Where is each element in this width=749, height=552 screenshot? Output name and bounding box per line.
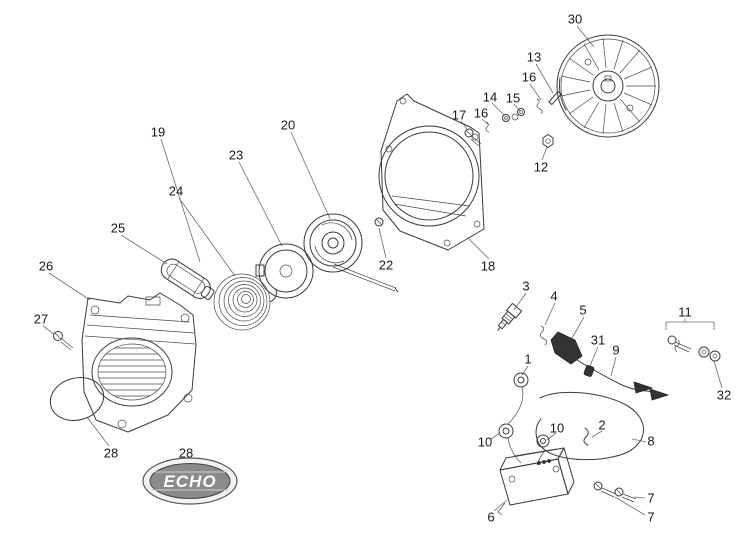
grommet-1 bbox=[514, 373, 528, 387]
part-callout-14: 14 bbox=[482, 89, 498, 105]
part-callout-9: 9 bbox=[612, 342, 620, 358]
screw-27 bbox=[54, 332, 74, 351]
cap-31 bbox=[584, 365, 595, 377]
part-callout-15: 15 bbox=[505, 90, 521, 106]
flywheel bbox=[557, 35, 659, 137]
echo-logo: ECHO bbox=[143, 458, 237, 504]
part-callout-23: 23 bbox=[228, 147, 244, 163]
part-callout-28: 28 bbox=[178, 445, 194, 461]
part-callout-19: 19 bbox=[150, 124, 166, 140]
part-callout-3: 3 bbox=[522, 278, 530, 294]
fan-cover bbox=[379, 94, 484, 250]
nut-12 bbox=[543, 135, 553, 148]
part-callout-11: 11 bbox=[678, 304, 692, 320]
part-callout-31: 31 bbox=[590, 332, 606, 348]
ring-10b bbox=[537, 435, 549, 447]
part-callout-13: 13 bbox=[526, 49, 542, 65]
spade-terminal bbox=[650, 389, 668, 400]
screw-22 bbox=[375, 218, 383, 226]
part-callout-6: 6 bbox=[487, 509, 495, 525]
part-callout-25: 25 bbox=[110, 220, 126, 236]
starter-case bbox=[82, 293, 196, 432]
part-callout-5: 5 bbox=[579, 302, 587, 318]
part-callout-10: 10 bbox=[549, 420, 565, 436]
starter-handle bbox=[157, 255, 217, 304]
part-callout-7: 7 bbox=[647, 490, 655, 506]
logo-text: ECHO bbox=[163, 472, 216, 491]
part-callout-8: 8 bbox=[647, 433, 655, 449]
spring-case bbox=[256, 244, 313, 298]
part-callout-7: 7 bbox=[647, 509, 655, 525]
part-callout-18: 18 bbox=[480, 258, 496, 274]
part-callout-12: 12 bbox=[533, 159, 549, 175]
washer-14 bbox=[503, 115, 510, 122]
part-callout-26: 26 bbox=[38, 258, 54, 274]
part-callout-1: 1 bbox=[524, 351, 532, 367]
screw-7a bbox=[594, 482, 616, 497]
pin-13 bbox=[549, 91, 561, 104]
part-callout-24: 24 bbox=[168, 183, 184, 199]
spark-plug bbox=[493, 303, 521, 334]
part-callout-32: 32 bbox=[716, 387, 732, 403]
part-callout-28: 28 bbox=[103, 445, 119, 461]
part-callout-22: 22 bbox=[378, 257, 394, 273]
ignition-coil bbox=[498, 448, 574, 515]
screw-7b bbox=[615, 488, 636, 502]
clip-2 bbox=[584, 428, 588, 445]
gasket-oval bbox=[45, 372, 108, 427]
starter-pulley bbox=[304, 214, 362, 272]
starter-shaft bbox=[333, 264, 398, 292]
part-callout-16: 16 bbox=[473, 105, 489, 121]
switch-group-11 bbox=[668, 336, 720, 361]
part-callout-30: 30 bbox=[567, 11, 583, 27]
spring-16-upper bbox=[537, 99, 542, 114]
part-callout-4: 4 bbox=[550, 288, 558, 304]
flywheel-hardware bbox=[465, 91, 561, 147]
washer-15 bbox=[518, 109, 525, 116]
ring-10a bbox=[499, 424, 513, 438]
part-callout-2: 2 bbox=[598, 417, 606, 433]
spring-16-lower bbox=[486, 122, 489, 132]
spring-4 bbox=[540, 326, 546, 345]
washer-15b bbox=[512, 114, 518, 120]
plug-boot bbox=[551, 332, 582, 364]
part-callout-10: 10 bbox=[477, 434, 493, 450]
recoil-spring bbox=[214, 274, 276, 330]
wire-harness-8 bbox=[536, 392, 643, 459]
part-callout-20: 20 bbox=[280, 117, 296, 133]
part-callout-27: 27 bbox=[33, 311, 49, 327]
spade-terminal bbox=[634, 382, 652, 393]
part-callout-17: 17 bbox=[451, 107, 467, 123]
part-callout-16: 16 bbox=[521, 69, 537, 85]
